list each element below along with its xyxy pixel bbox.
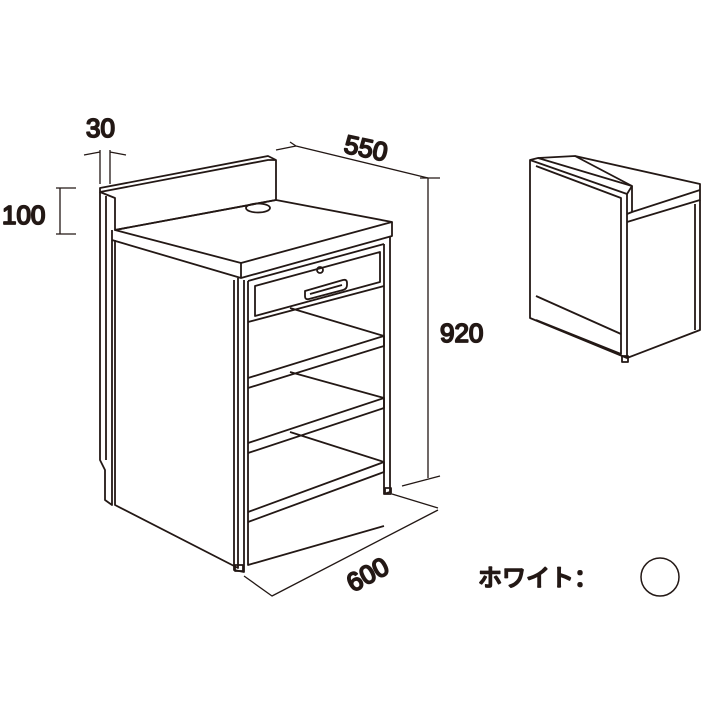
drawer	[254, 251, 381, 317]
dimension-lines	[56, 141, 441, 597]
white-color-swatch	[640, 557, 680, 597]
dim-width: 600	[341, 551, 393, 598]
cabinet-rear-view	[529, 155, 701, 363]
dim-height: 920	[440, 318, 483, 348]
dim-backsplash-height: 100	[2, 200, 45, 230]
cabinet-front-view	[99, 155, 393, 573]
cable-hole	[245, 202, 271, 214]
dim-backsplash-thickness: 30	[86, 113, 115, 143]
color-option-label: ホワイト：	[478, 564, 598, 592]
lock-icon	[316, 266, 324, 274]
drawer-handle	[304, 278, 348, 301]
dim-depth: 550	[342, 129, 391, 167]
